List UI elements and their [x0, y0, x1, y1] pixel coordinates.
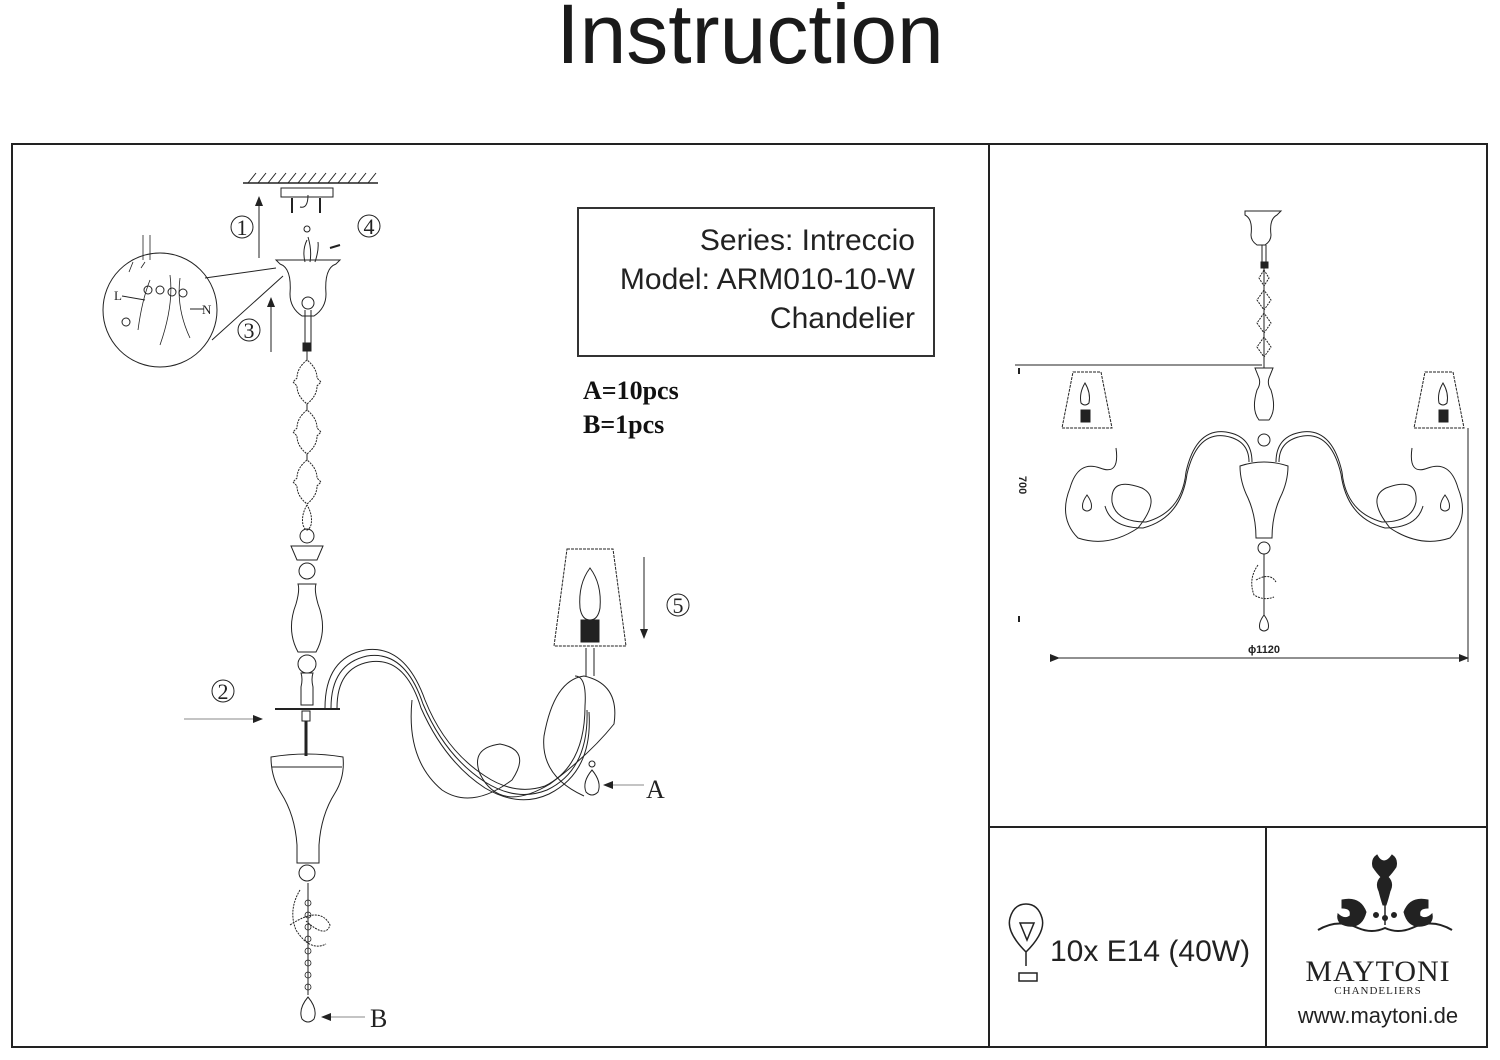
step-2-marker [211, 679, 235, 703]
step-2-label: 2 [218, 679, 229, 704]
step-1-label: 1 [237, 215, 248, 240]
crystal-beads [304, 899, 312, 991]
parts-list: A=10pcs B=1pcs [583, 374, 679, 442]
wire-live-label: L [114, 288, 122, 303]
candle-bulb-icon [579, 567, 601, 621]
diameter-dimension: ϕ1120 [1248, 644, 1280, 656]
part-b-label: B [370, 1004, 387, 1033]
light-bulb-icon [1008, 903, 1044, 982]
brand-name: MAYTONI [1305, 955, 1451, 988]
part-b-count: B=1pcs [583, 410, 665, 439]
model-label: Model: ARM010-10-W [619, 263, 915, 296]
step-5-label: 5 [673, 593, 684, 618]
crystal-b-icon [300, 996, 316, 1023]
step-4-marker [357, 214, 381, 238]
part-a-count: A=10pcs [583, 376, 679, 405]
step-1-marker [230, 215, 254, 239]
mounting-bracket-icon [280, 187, 334, 213]
bulb-spec-text: 10x E14 (40W) [1050, 935, 1251, 968]
step-4-label: 4 [364, 214, 375, 239]
assembly-diagram [102, 172, 690, 1023]
divider-footer [1265, 826, 1267, 1048]
step-5-marker [666, 593, 690, 617]
divider-vertical [988, 143, 990, 1048]
ceiling-hatch-icon [243, 172, 378, 184]
crystal-a-icon [584, 769, 600, 796]
wiring-detail-callout [102, 252, 218, 368]
drawing-frame [11, 143, 1488, 1048]
brand-website-link[interactable]: www.maytoni.de [1297, 1003, 1459, 1028]
lamp-shade [553, 548, 627, 647]
ceiling-canopy [274, 259, 342, 317]
divider-horizontal [988, 826, 1488, 828]
series-label: Series: Intreccio [699, 224, 915, 257]
wire-neutral-label: N [202, 302, 212, 317]
step-3-marker [237, 318, 261, 342]
dimension-drawing [1015, 210, 1469, 662]
assembly-labels: 1 2 3 4 5 A B L N [114, 214, 684, 1033]
brand-subtitle: CHANDELIERS [1334, 985, 1422, 997]
product-info-box: Series: Intreccio Model: ARM010-10-W Cha… [577, 207, 935, 357]
page-title: Instruction [556, 0, 944, 81]
product-type-label: Chandelier [769, 302, 915, 335]
ornamental-logo-icon [1317, 854, 1453, 932]
part-a-label: A [646, 775, 665, 804]
step-3-label: 3 [244, 318, 255, 343]
height-dimension: 700 [1016, 476, 1028, 494]
